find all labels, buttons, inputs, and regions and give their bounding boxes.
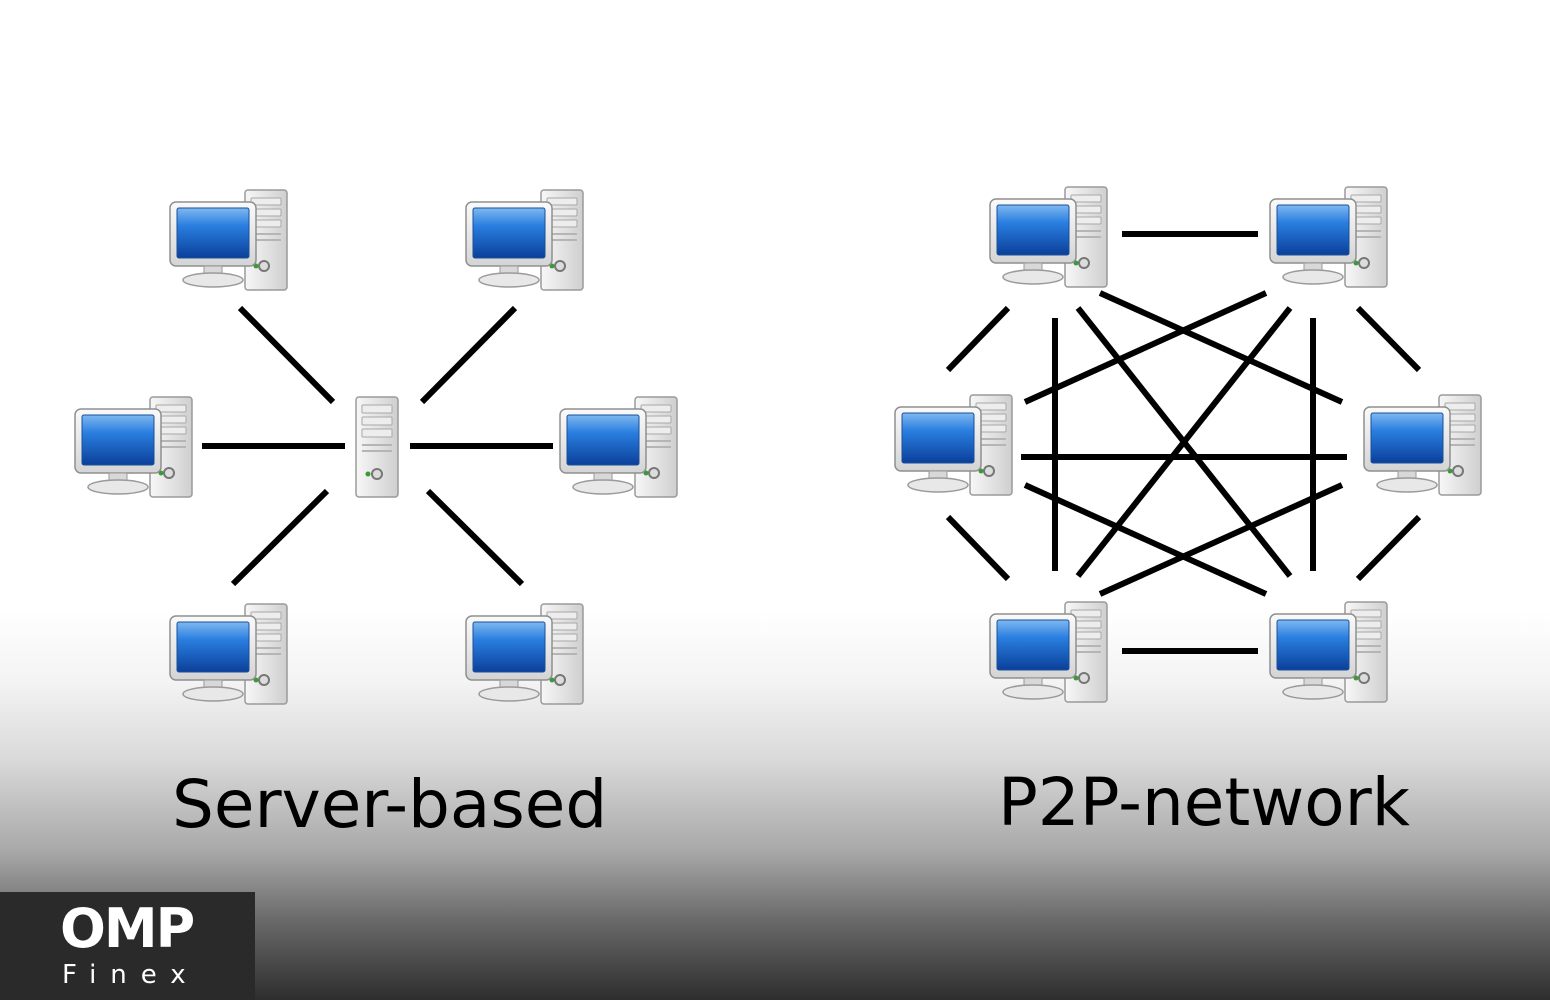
server-based-caption: Server-based — [172, 766, 608, 843]
link-line — [1098, 290, 1344, 405]
link-line — [945, 514, 1011, 582]
p2p-links — [945, 231, 1422, 654]
link-line — [230, 488, 330, 587]
p2p-network-caption: P2P-network — [998, 764, 1410, 841]
logo-wordmark: OMP — [60, 897, 195, 960]
computer-icon — [1363, 394, 1482, 496]
computer-icon — [465, 189, 584, 291]
computer-icon — [989, 186, 1108, 288]
computer-icon — [989, 601, 1108, 703]
link-line — [1355, 305, 1422, 373]
link-line — [1098, 482, 1344, 597]
omp-finex-logo: OMP Finex — [0, 892, 255, 1000]
computer-icon — [465, 603, 584, 705]
computer-icon — [169, 189, 288, 291]
link-line — [1355, 514, 1422, 582]
logo-subtitle: Finex — [62, 960, 200, 990]
server-based-diagram — [74, 189, 678, 705]
computer-icon — [559, 396, 678, 498]
server-tower-icon — [355, 396, 399, 498]
computer-icon — [74, 396, 193, 498]
link-line — [425, 488, 525, 587]
link-line — [945, 305, 1011, 373]
server-links — [202, 305, 553, 587]
computer-icon — [169, 603, 288, 705]
link-line — [1023, 290, 1268, 405]
computer-icon — [1269, 186, 1388, 288]
p2p-network-diagram — [894, 186, 1482, 703]
computer-icon — [894, 394, 1013, 496]
link-line — [1075, 306, 1293, 578]
computer-icon — [1269, 601, 1388, 703]
link-line — [1023, 482, 1268, 597]
link-line — [419, 305, 518, 405]
link-line — [237, 305, 336, 405]
